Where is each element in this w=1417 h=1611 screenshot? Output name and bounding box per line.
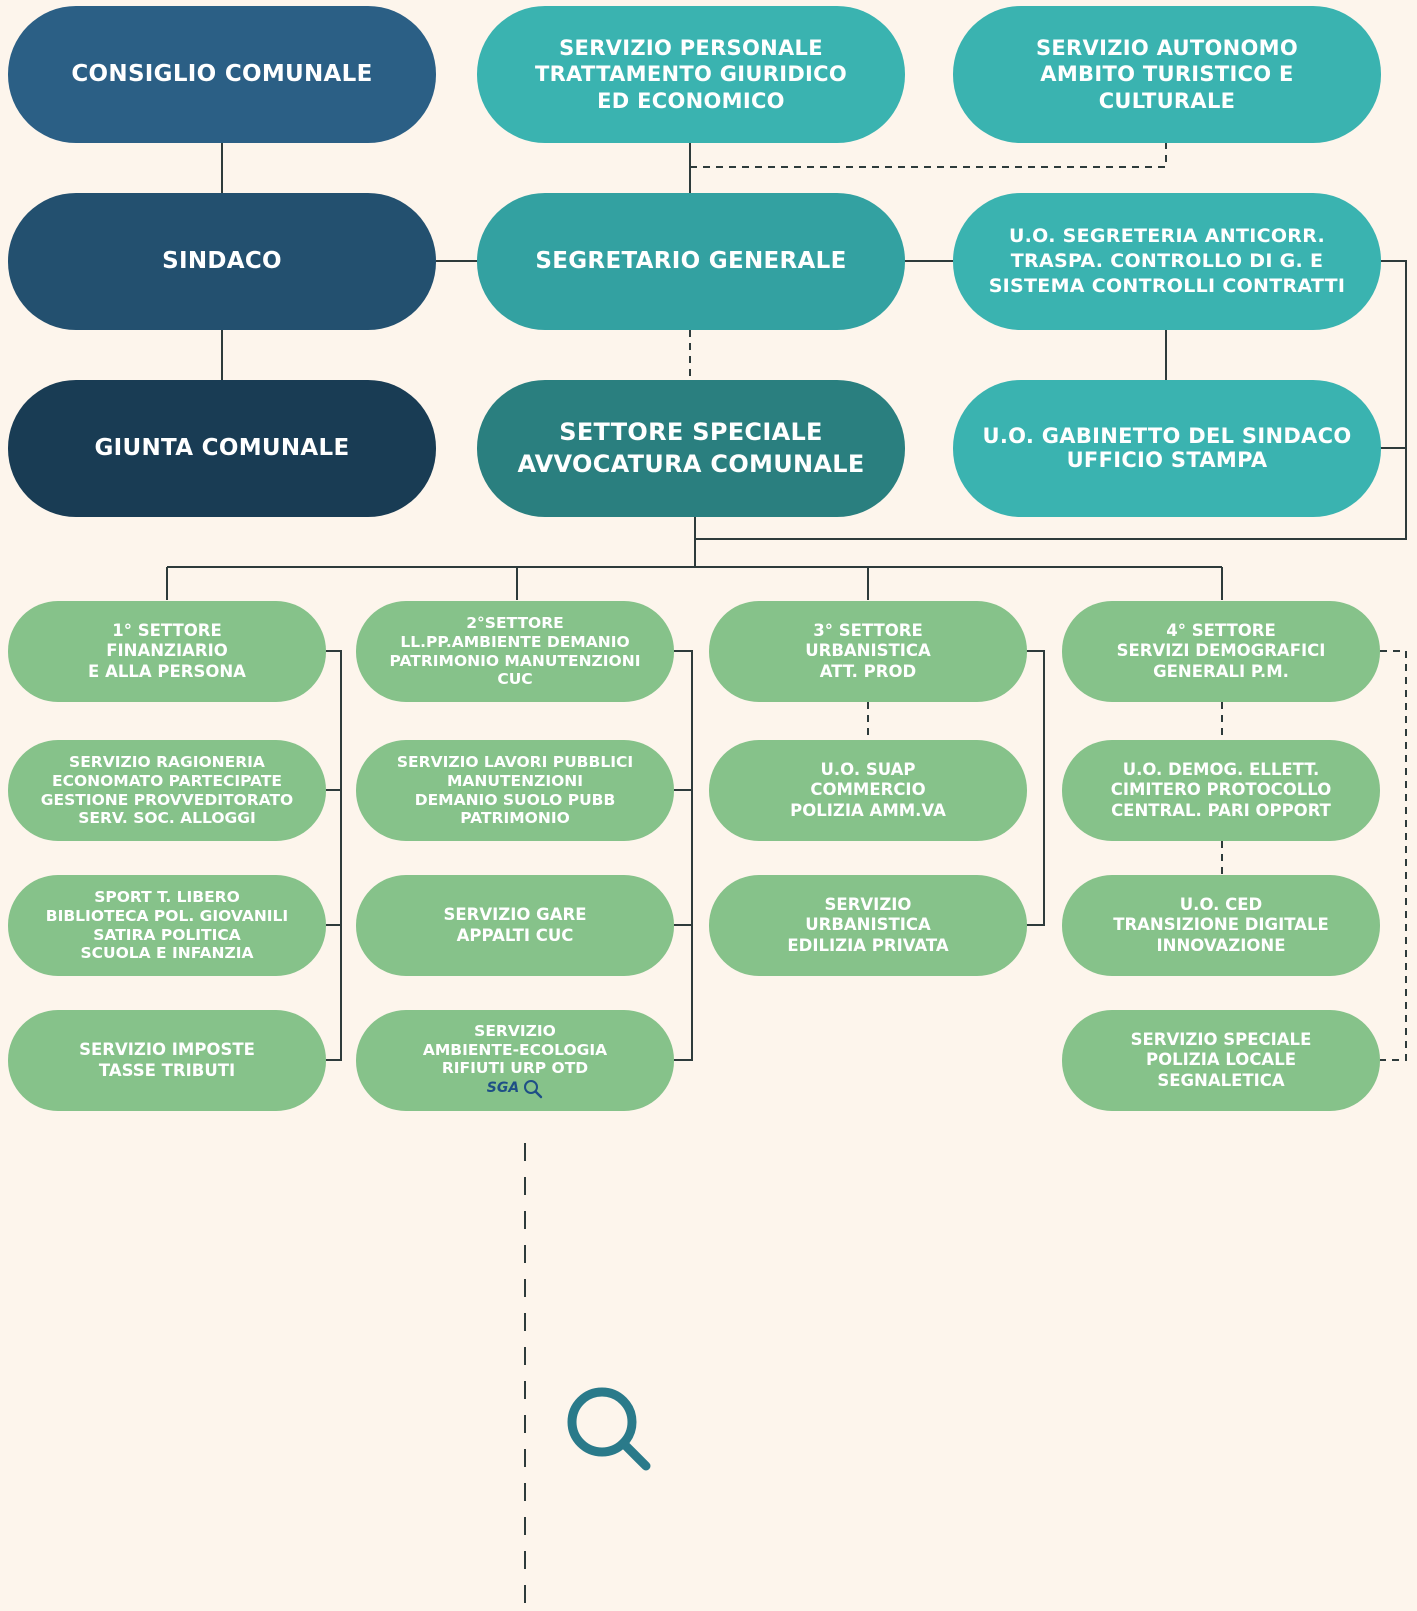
connector-s2-bracket — [674, 650, 693, 1061]
node-text: CUC — [497, 670, 533, 689]
node-text: APPALTI CUC — [456, 925, 574, 945]
node-text: TASSE TRIBUTI — [98, 1060, 236, 1080]
node-text: SERVIZIO — [474, 1022, 556, 1041]
node-text: ED ECONOMICO — [597, 88, 785, 113]
node-text: SERVIZIO IMPOSTE — [79, 1039, 255, 1059]
dashed-s4-bracket — [1380, 650, 1407, 1061]
node-text: CENTRAL. PARI OPPORT — [1111, 800, 1331, 820]
node-uo-suap: U.O. SUAP COMMERCIO POLIZIA AMM.VA — [709, 740, 1027, 841]
node-text: PATRIMONIO — [460, 809, 570, 828]
node-uo-demografici: U.O. DEMOG. ELLETT. CIMITERO PROTOCOLLO … — [1062, 740, 1380, 841]
node-text: AVVOCATURA COMUNALE — [517, 449, 865, 478]
sga-label: SGA — [486, 1080, 520, 1097]
node-text: CULTURALE — [1098, 88, 1236, 113]
node-text: GIUNTA COMUNALE — [94, 434, 350, 461]
node-text: SCUOLA E INFANZIA — [80, 944, 254, 963]
node-text: SERVIZIO PERSONALE — [559, 36, 823, 61]
node-text: MANUTENZIONI — [446, 771, 584, 790]
node-uo-segreteria: U.O. SEGRETERIA ANTICORR. TRASPA. CONTRO… — [953, 193, 1381, 330]
node-text: POLIZIA AMM.VA — [790, 800, 946, 820]
node-polizia-locale: SERVIZIO SPECIALE POLIZIA LOCALE SEGNALE… — [1062, 1010, 1380, 1111]
node-servizio-imposte: SERVIZIO IMPOSTE TASSE TRIBUTI — [8, 1010, 326, 1111]
node-text: URBANISTICA — [805, 915, 931, 935]
node-sindaco: SINDACO — [8, 193, 436, 330]
node-settore-3: 3° SETTORE URBANISTICA ATT. PROD — [709, 601, 1027, 702]
node-text: URBANISTICA — [805, 641, 931, 661]
node-text: BIBLIOTECA POL. GIOVANILI — [45, 906, 289, 925]
node-text: ECONOMATO PARTECIPATE — [51, 771, 283, 790]
node-uo-ced: U.O. CED TRANSIZIONE DIGITALE INNOVAZION… — [1062, 875, 1380, 976]
node-text: AMBIENTE-ECOLOGIA — [422, 1040, 608, 1059]
node-text: SETTORE SPECIALE — [559, 418, 823, 447]
node-text: SERVIZIO AUTONOMO — [1035, 36, 1299, 61]
node-giunta-comunale: GIUNTA COMUNALE — [8, 380, 436, 517]
node-text: TRANSIZIONE DIGITALE — [1113, 915, 1329, 935]
node-servizio-personale: SERVIZIO PERSONALE TRATTAMENTO GIURIDICO… — [477, 6, 905, 143]
node-text: ATT. PROD — [819, 661, 917, 681]
node-segretario-generale: SEGRETARIO GENERALE — [477, 193, 905, 330]
node-text: DEMANIO SUOLO PUBB — [414, 790, 616, 809]
node-text: TRASPA. CONTROLLO DI G. E — [1010, 250, 1324, 273]
node-servizio-ambiente: SERVIZIO AMBIENTE-ECOLOGIA RIFIUTI URP O… — [356, 1010, 674, 1111]
node-text: CONSIGLIO COMUNALE — [71, 60, 373, 87]
node-text: SISTEMA CONTROLLI CONTRATTI — [988, 274, 1346, 297]
node-text: SATIRA POLITICA — [93, 925, 241, 944]
node-text: CIMITERO PROTOCOLLO — [1110, 780, 1332, 800]
node-text: U.O. SUAP — [820, 759, 916, 779]
node-text: SERVIZIO SPECIALE — [1130, 1029, 1312, 1049]
node-text: SPORT T. LIBERO — [94, 888, 240, 907]
node-settore-2: 2°SETTORE LL.PP.AMBIENTE DEMANIO PATRIMO… — [356, 601, 674, 702]
node-text: INNOVAZIONE — [1156, 935, 1286, 955]
node-avvocatura-comunale: SETTORE SPECIALE AVVOCATURA COMUNALE — [477, 380, 905, 517]
node-text: SINDACO — [162, 247, 282, 274]
node-servizio-ragioneria: SERVIZIO RAGIONERIA ECONOMATO PARTECIPAT… — [8, 740, 326, 841]
node-text: SERVIZI DEMOGRAFICI — [1116, 641, 1326, 661]
node-text: UFFICIO STAMPA — [1066, 447, 1268, 472]
node-servizio-turistico: SERVIZIO AUTONOMO AMBITO TURISTICO E CUL… — [953, 6, 1381, 143]
connector-s3-bracket — [1026, 650, 1045, 926]
node-sport-tempo-libero: SPORT T. LIBERO BIBLIOTECA POL. GIOVANIL… — [8, 875, 326, 976]
node-text: SERV. SOC. ALLOGGI — [78, 809, 256, 828]
node-text: 3° SETTORE — [813, 620, 923, 640]
node-text: U.O. SEGRETERIA ANTICORR. — [1008, 225, 1326, 248]
node-settore-1: 1° SETTORE FINANZIARIO E ALLA PERSONA — [8, 601, 326, 702]
node-consiglio-comunale: CONSIGLIO COMUNALE — [8, 6, 436, 143]
node-text: AMBITO TURISTICO E — [1040, 62, 1294, 87]
node-text: LL.PP.AMBIENTE DEMANIO — [400, 632, 630, 651]
node-text: U.O. CED — [1179, 894, 1263, 914]
node-text: RIFIUTI URP OTD — [441, 1059, 589, 1078]
node-text: POLIZIA LOCALE — [1145, 1050, 1296, 1070]
node-text: SERVIZIO LAVORI PUBBLICI — [396, 753, 634, 772]
sga-logo: SGA — [487, 1079, 543, 1099]
node-text: FINANZIARIO — [106, 641, 228, 661]
connector-right-bracket — [695, 260, 1407, 540]
node-text: GENERALI P.M. — [1153, 661, 1289, 681]
node-text: SERVIZIO RAGIONERIA — [69, 753, 265, 772]
node-text: SEGRETARIO GENERALE — [535, 247, 847, 274]
node-text: SERVIZIO GARE — [443, 904, 587, 924]
magnifier-icon — [524, 1079, 543, 1099]
node-text: PATRIMONIO MANUTENZIONI — [389, 651, 641, 670]
node-text: U.O. GABINETTO DEL SINDACO — [982, 423, 1352, 448]
node-text: SEGNALETICA — [1157, 1070, 1285, 1090]
node-servizio-gare: SERVIZIO GARE APPALTI CUC — [356, 875, 674, 976]
node-uo-gabinetto: U.O. GABINETTO DEL SINDACO UFFICIO STAMP… — [953, 380, 1381, 517]
node-text: 4° SETTORE — [1166, 620, 1276, 640]
node-servizio-lavori-pubblici: SERVIZIO LAVORI PUBBLICI MANUTENZIONI DE… — [356, 740, 674, 841]
node-settore-4: 4° SETTORE SERVIZI DEMOGRAFICI GENERALI … — [1062, 601, 1380, 702]
node-text: TRATTAMENTO GIURIDICO — [534, 62, 848, 87]
node-text: GESTIONE PROVVEDITORATO — [40, 790, 294, 809]
node-text: COMMERCIO — [810, 780, 926, 800]
connector-s1-bracket — [326, 650, 342, 1061]
node-text: EDILIZIA PRIVATA — [787, 935, 949, 955]
node-text: 1° SETTORE — [112, 620, 222, 640]
node-servizio-urbanistica: SERVIZIO URBANISTICA EDILIZIA PRIVATA — [709, 875, 1027, 976]
node-text: 2°SETTORE — [466, 614, 564, 633]
node-text: U.O. DEMOG. ELLETT. — [1122, 759, 1320, 779]
node-text: SERVIZIO — [824, 894, 912, 914]
magnifier-icon — [567, 1387, 651, 1471]
node-text: E ALLA PERSONA — [88, 661, 246, 681]
